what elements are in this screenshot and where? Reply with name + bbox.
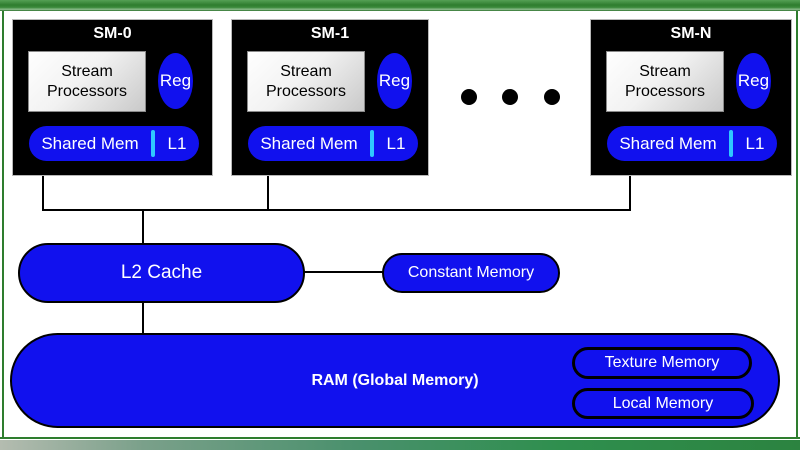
connector-bus	[42, 209, 631, 211]
sm-1-shared-mem-label: Shared Mem	[260, 133, 358, 153]
texture-memory-oval: Texture Memory	[572, 347, 752, 379]
sm-1-l1-label: L1	[386, 133, 406, 153]
ram-label: RAM (Global Memory)	[311, 371, 479, 389]
connector-sm0-drop	[42, 176, 44, 211]
sm-n-reg-ellipse: Reg	[736, 53, 771, 109]
slide-border-bottom-line	[0, 437, 800, 439]
ram-global-memory-pill: RAM (Global Memory) Texture Memory Local…	[10, 333, 780, 428]
slide-border-top	[0, 0, 800, 11]
sm-box-1: SM-1 Stream Processors Reg Shared Mem L1	[231, 19, 429, 176]
connector-bus-to-l2	[142, 211, 144, 244]
connector-sm1-drop	[267, 176, 269, 211]
sm-n-stream-processors: Stream Processors	[606, 51, 724, 112]
sm-n-shared-mem-pill: Shared Mem L1	[607, 126, 777, 161]
sm-0-mem-divider	[151, 130, 155, 157]
sm-0-stream-processors: Stream Processors	[28, 51, 146, 112]
sm-1-reg-ellipse: Reg	[377, 53, 412, 109]
l2-cache-pill: L2 Cache	[18, 243, 305, 303]
sm-0-reg-ellipse: Reg	[158, 53, 193, 109]
sm-box-n: SM-N Stream Processors Reg Shared Mem L1	[590, 19, 792, 176]
ellipsis-dot-1	[461, 89, 477, 105]
sm-box-0: SM-0 Stream Processors Reg Shared Mem L1	[12, 19, 213, 176]
sm-n-shared-mem-label: Shared Mem	[619, 133, 717, 153]
connector-l2-to-ram	[142, 302, 144, 334]
sm-0-l1-label: L1	[167, 133, 187, 153]
sm-n-title: SM-N	[670, 25, 712, 42]
sm-1-title: SM-1	[310, 25, 350, 42]
sm-0-shared-mem-pill: Shared Mem L1	[29, 126, 199, 161]
sm-0-shared-mem-label: Shared Mem	[41, 133, 139, 153]
sm-n-l1-label: L1	[745, 133, 765, 153]
slide-border-right	[796, 11, 798, 438]
local-memory-oval: Local Memory	[572, 388, 754, 419]
constant-memory-pill: Constant Memory	[382, 253, 560, 293]
sm-0-title: SM-0	[93, 25, 132, 42]
ellipsis-dot-2	[502, 89, 518, 105]
connector-smn-drop	[629, 176, 631, 211]
sm-n-mem-divider	[729, 130, 733, 157]
slide-border-bottom-strip	[0, 440, 800, 450]
sm-1-shared-mem-pill: Shared Mem L1	[248, 126, 418, 161]
ellipsis-dot-3	[544, 89, 560, 105]
slide-border-left	[2, 11, 4, 438]
connector-l2-to-constant	[304, 271, 383, 273]
sm-1-stream-processors: Stream Processors	[247, 51, 365, 112]
sm-1-mem-divider	[370, 130, 374, 157]
